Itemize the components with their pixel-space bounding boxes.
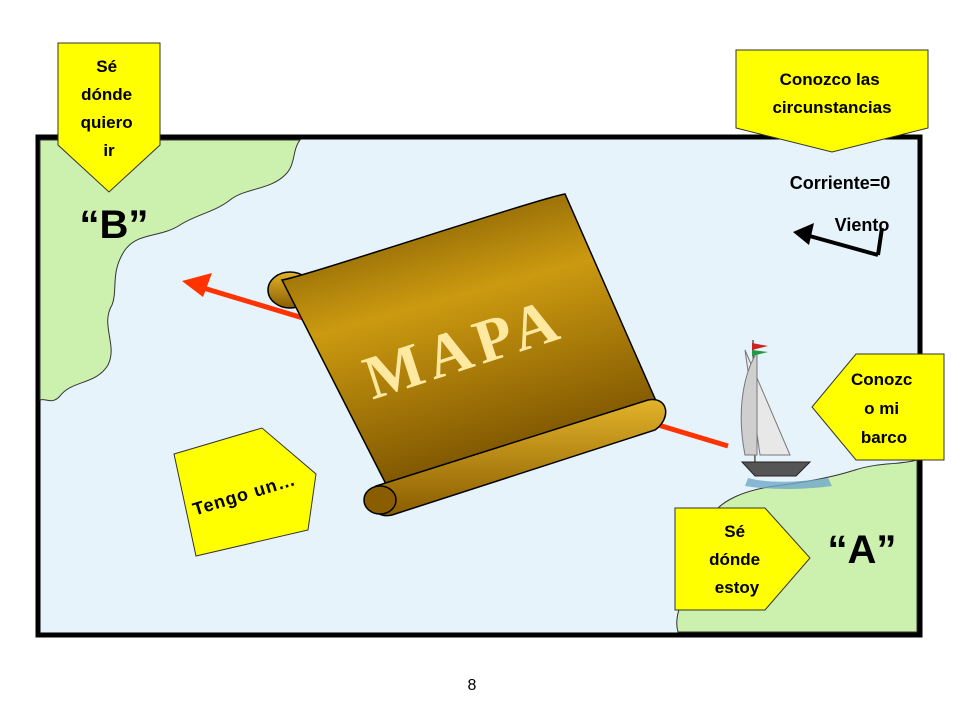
point-a-label: “A”: [828, 528, 897, 572]
callout-boat: [811, 353, 945, 461]
point-b-label: “B”: [80, 203, 149, 247]
wind-arrow-shaft: [805, 233, 879, 257]
current-label: Corriente=0: [790, 173, 891, 193]
page-number: 8: [468, 677, 477, 694]
callout-location: [674, 507, 811, 611]
wind-label: Viento: [835, 215, 890, 235]
route-arrowhead: [182, 273, 212, 297]
callout-destination-text: Sé dónde quiero ir: [81, 57, 138, 160]
callout-location-text: Sé dónde estoy: [709, 522, 765, 597]
callout-destination: [57, 42, 161, 193]
map-scroll: MAPA: [267, 193, 667, 517]
wind-arrowhead: [793, 223, 814, 245]
callout-circumstances-text: Conozco las circunstancias: [772, 70, 891, 117]
callout-circumstances: [735, 49, 929, 153]
wind-arrow-icon: [876, 227, 884, 256]
callout-have: [173, 427, 317, 557]
callout-boat-text: Conozc o mi barco: [851, 370, 917, 447]
land-b-coast: [39, 139, 302, 402]
sailboat-icon: [740, 339, 832, 489]
